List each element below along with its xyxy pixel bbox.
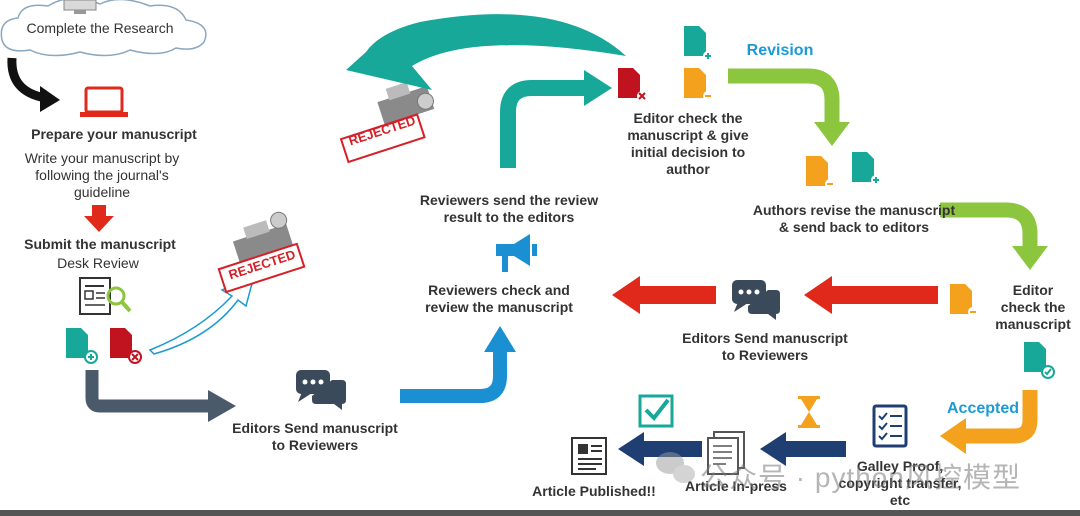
navy-left-arrow — [618, 432, 702, 466]
documents-icon — [707, 431, 745, 475]
document-orange-icon — [950, 284, 978, 317]
label-line: to Reviewers — [721, 347, 809, 363]
down-arrow-red — [84, 205, 114, 232]
published-label: Article Published!! — [532, 483, 656, 499]
rejected-stamp-icon — [217, 211, 306, 294]
teal-curved-arrow — [346, 14, 626, 90]
prepare-desc: Write your manuscript by following the j… — [14, 150, 190, 201]
submit-title: Submit the manuscript — [24, 236, 176, 252]
watermark-text: 公众号 · python风控模型 — [700, 462, 1021, 493]
bottom-bar — [0, 510, 1080, 516]
galley-label: Galley Proof, copyright transfer, etc — [830, 458, 970, 509]
wechat-icon — [656, 452, 695, 483]
megaphone-icon — [496, 234, 537, 272]
chat-bubbles-icon — [732, 280, 780, 320]
accepted-label: Accepted — [946, 400, 1020, 417]
authors-revise-label: Authors revise the manuscript & send bac… — [736, 202, 972, 236]
inpress-label: Article In-press — [685, 478, 787, 494]
cloud-label: Complete the Research — [26, 20, 174, 36]
prepare-desc-line: Write your manuscript by — [24, 150, 180, 166]
document-search-icon — [79, 277, 132, 315]
green-down-arrow — [940, 202, 1048, 270]
black-curved-arrow — [7, 57, 60, 112]
reviewers-send-label: Reviewers send the review result to the … — [404, 192, 614, 226]
document-reject-icon — [110, 328, 142, 364]
label-line: check the — [1000, 299, 1066, 315]
laptop-icon — [80, 86, 128, 117]
label-line: manuscript — [995, 316, 1071, 332]
checkbox-icon — [638, 394, 674, 428]
label-line: copyright transfer, — [838, 475, 962, 491]
label-line: Reviewers check and — [428, 282, 570, 298]
editor-initial-label: Editor check the manuscript & give initi… — [618, 110, 758, 178]
teal-l-arrow — [500, 70, 612, 168]
label-line: etc — [889, 492, 911, 508]
label-line: Authors revise the manuscript — [752, 202, 956, 218]
label-line: Reviewers send the review — [419, 192, 599, 208]
green-revision-arrow — [728, 68, 850, 146]
checklist-icon — [872, 404, 908, 448]
hourglass-icon — [798, 396, 820, 428]
newspaper-icon — [571, 437, 607, 475]
label-line: manuscript & give — [627, 127, 749, 143]
chat-bubbles-icon — [296, 370, 346, 410]
prepare-title: Prepare your manuscript — [31, 126, 197, 142]
label-line: to Reviewers — [271, 437, 359, 453]
document-add-icon — [66, 328, 98, 364]
reviewers-check-label: Reviewers check and review the manuscrip… — [404, 282, 594, 316]
label-line: result to the editors — [443, 209, 575, 225]
editors-send-label-2: Editors Send manuscript to Reviewers — [668, 330, 862, 364]
document-add-icon — [684, 26, 713, 61]
editor-check-label: Editor check the manuscript — [990, 282, 1076, 333]
document-orange-icon — [684, 68, 713, 101]
rejected-stamp-icon — [339, 82, 435, 164]
revision-label: Revision — [746, 42, 814, 59]
label-line: review the manuscript — [425, 299, 573, 315]
editors-send-label-1: Editors Send manuscript to Reviewers — [220, 420, 410, 454]
label-line: & send back to editors — [778, 219, 930, 235]
prepare-desc-line: guideline — [73, 184, 131, 200]
document-check-icon — [1024, 342, 1055, 379]
blue-up-arrow — [400, 326, 516, 403]
label-line: Editor — [1012, 282, 1054, 298]
cloud-shape — [0, 0, 207, 57]
prepare-desc-line: following the journal's — [35, 167, 169, 183]
document-add-icon — [852, 152, 881, 185]
label-line: Editors Send manuscript — [682, 330, 848, 346]
document-orange-icon — [806, 156, 835, 189]
label-line: Editors Send manuscript — [232, 420, 398, 436]
red-left-arrow — [612, 276, 716, 314]
red-left-arrow — [804, 276, 938, 314]
navy-left-arrow — [760, 432, 846, 466]
document-red-icon — [618, 68, 647, 101]
label-line: Galley Proof, — [856, 458, 944, 474]
submit-subtitle: Desk Review — [57, 255, 139, 271]
slate-l-arrow — [85, 370, 236, 422]
label-line: author — [666, 161, 710, 177]
orange-accepted-arrow — [940, 390, 1038, 454]
monitor-icon — [63, 0, 97, 14]
label-line: initial decision to — [630, 144, 746, 160]
label-line: Editor check the — [633, 110, 743, 126]
